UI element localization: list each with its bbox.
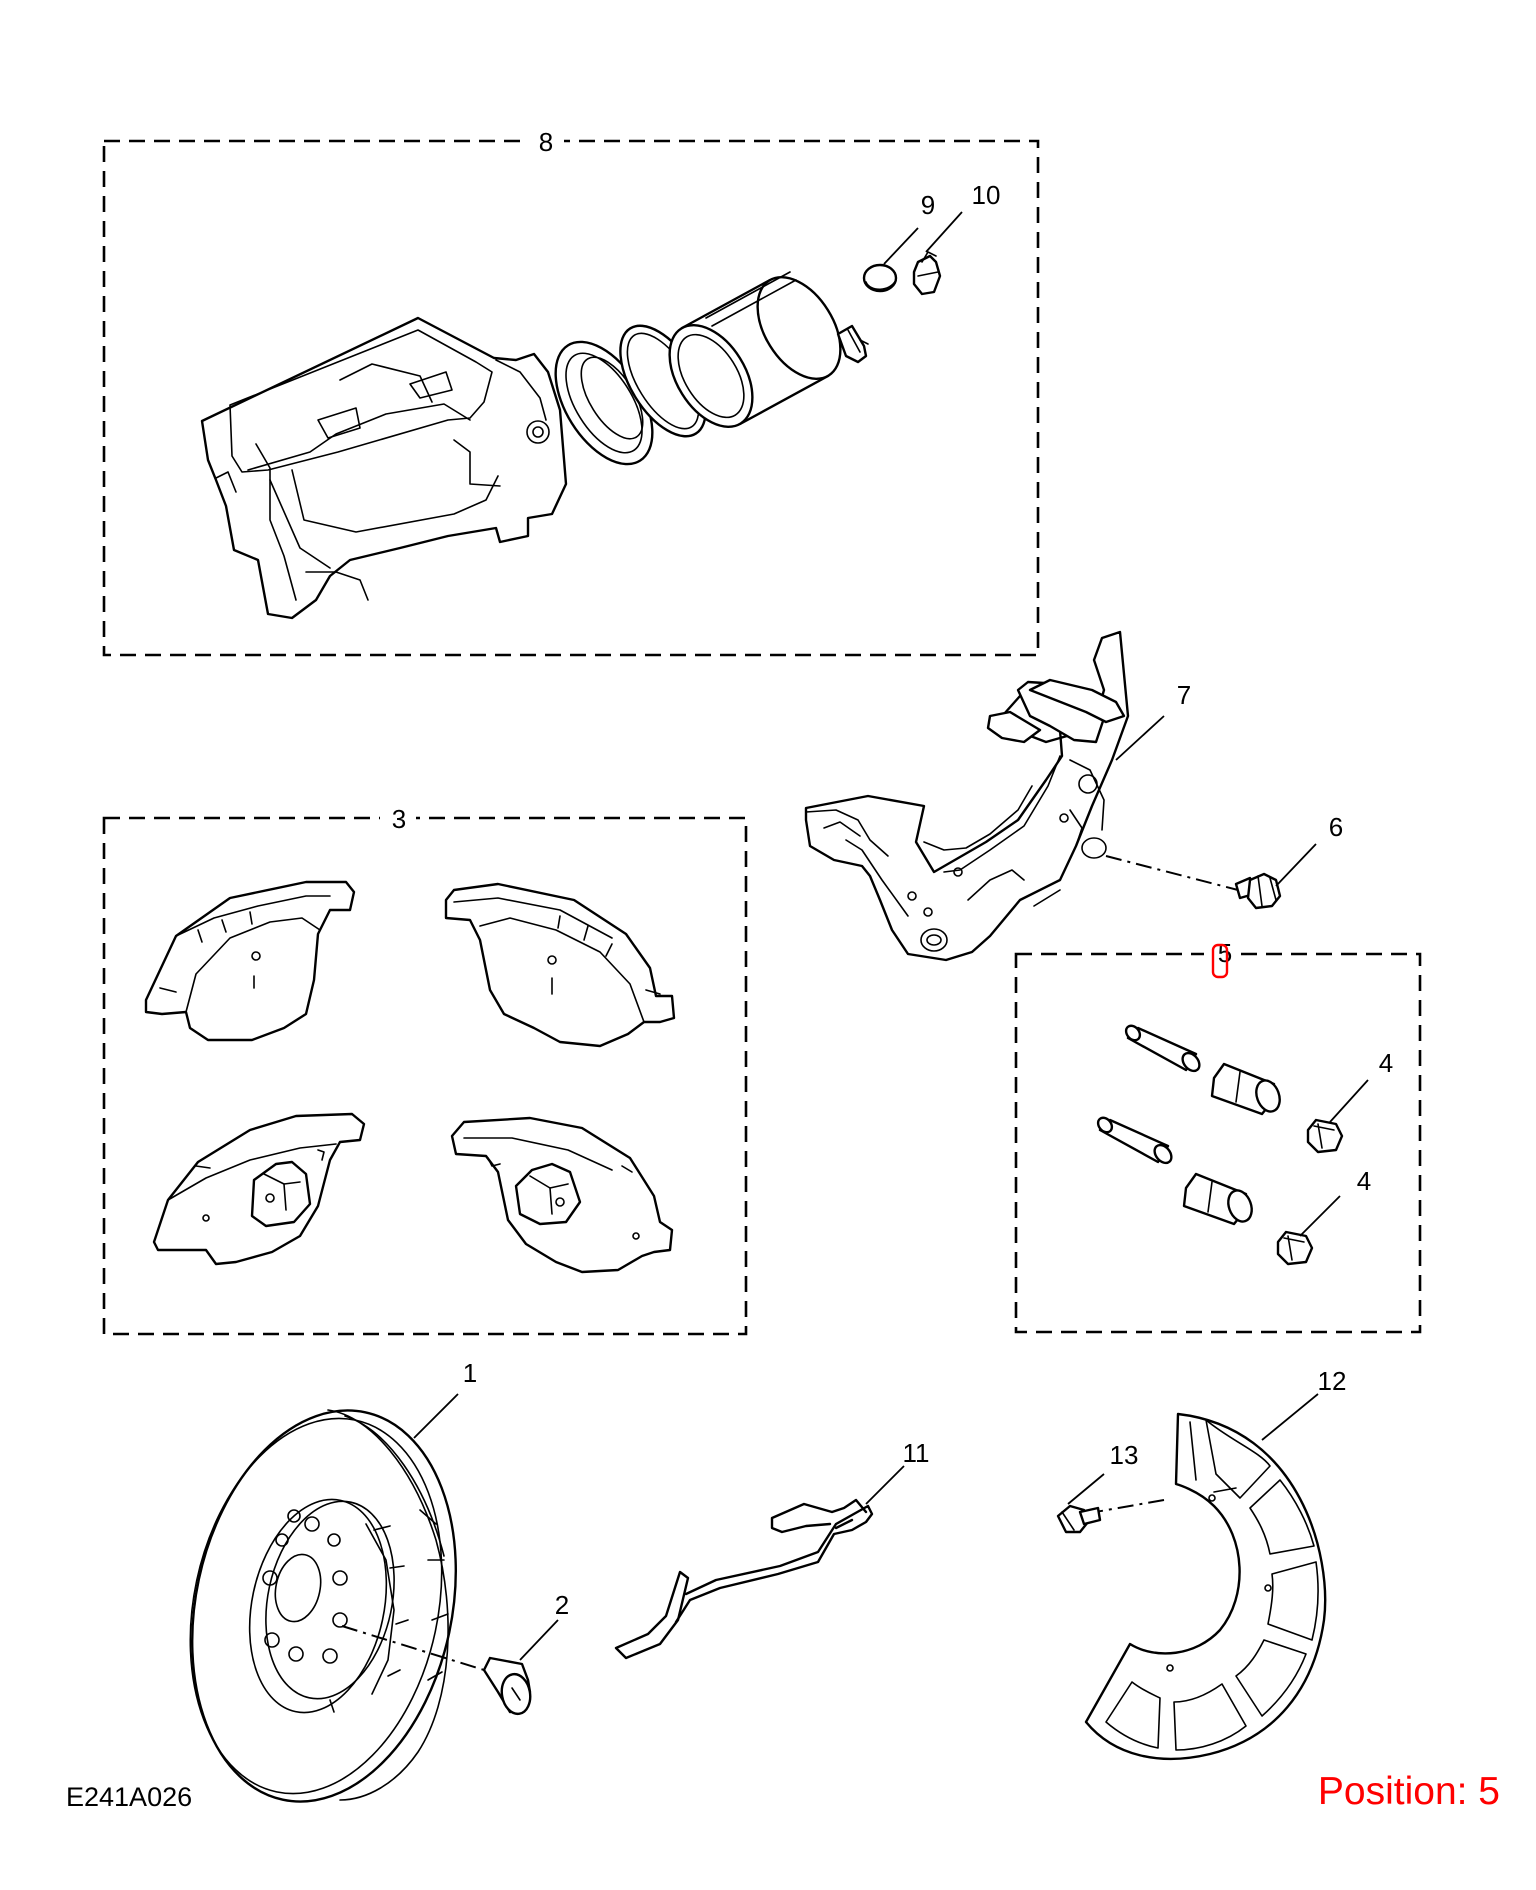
brake-pad-outer-left: [144, 880, 356, 1042]
leader-bushing-cap-upper: [1329, 1079, 1369, 1123]
pad-retaining-spring: [614, 1498, 874, 1660]
guide-bushing-lower: [1182, 1172, 1253, 1226]
leader-carrier-bolt: [1275, 843, 1317, 887]
callout-bushing-cap-upper: 4: [1379, 1048, 1393, 1078]
axis-disc-screw: [341, 1625, 485, 1671]
leader-shield-bolt: [1067, 1473, 1105, 1505]
brake-pad-outer-right: [444, 882, 676, 1048]
caliper-piston: [668, 271, 842, 428]
leader-bushing-cap-lower: [1299, 1195, 1341, 1237]
caliper-housing: [200, 316, 568, 620]
callout-disc-screw: 2: [555, 1590, 569, 1620]
guide-pin-upper: [1124, 1024, 1201, 1073]
callout-bushing-cap-lower: 4: [1357, 1166, 1371, 1196]
callout-carrier-bolt: 6: [1329, 812, 1343, 842]
callout-guide-pin-kit: 5: [1218, 938, 1232, 968]
position-label: Position: 5: [1317, 1770, 1500, 1813]
brake-disc: [189, 1409, 457, 1803]
guide-bushing-upper: [1210, 1062, 1281, 1116]
group-box-caliper-kit: 8: [102, 126, 1040, 657]
position-highlight-marker: [1211, 943, 1229, 979]
callout-retaining-spring: 11: [903, 1438, 930, 1468]
callout-brake-disc: 1: [463, 1358, 477, 1388]
disc-retaining-screw: [482, 1656, 532, 1716]
brake-pad-inner-right: [450, 1116, 674, 1274]
callout-shield-bolt: 13: [1110, 1440, 1139, 1470]
leader-bleed-screw: [925, 211, 963, 253]
leader-brake-disc: [413, 1393, 459, 1439]
callout-carrier: 7: [1177, 680, 1191, 710]
shield-bolt: [1056, 1504, 1102, 1534]
splash-shield: [1084, 1412, 1327, 1761]
callout-bleed-cap: 9: [921, 190, 935, 220]
leader-carrier: [1115, 715, 1165, 761]
caliper-guide-stud: [836, 324, 869, 364]
axis-carrier-bolt: [1105, 855, 1239, 891]
bleed-cap: [862, 263, 898, 293]
leader-splash-shield: [1261, 1393, 1319, 1441]
leader-retaining-spring: [865, 1465, 905, 1505]
group-box-guide-pin-kit: 5: [1014, 938, 1422, 1334]
bleed-screw: [912, 251, 942, 296]
bushing-cap-lower: [1276, 1230, 1314, 1266]
diagram-code: E241A026: [66, 1782, 193, 1812]
callout-splash-shield: 12: [1318, 1366, 1347, 1396]
caliper-carrier: [804, 630, 1130, 962]
callout-bleed-screw: 10: [972, 180, 1001, 210]
callout-caliper-kit: 8: [539, 127, 553, 157]
leader-disc-screw: [519, 1619, 559, 1661]
brake-pad-inner-left: [152, 1112, 366, 1266]
group-box-brake-pads: 3: [102, 802, 748, 1336]
callout-brake-pads: 3: [392, 804, 406, 834]
guide-pin-lower: [1096, 1116, 1173, 1165]
leader-bleed-cap: [883, 227, 919, 265]
carrier-bolt: [1234, 872, 1282, 910]
bushing-cap-upper: [1306, 1118, 1344, 1154]
